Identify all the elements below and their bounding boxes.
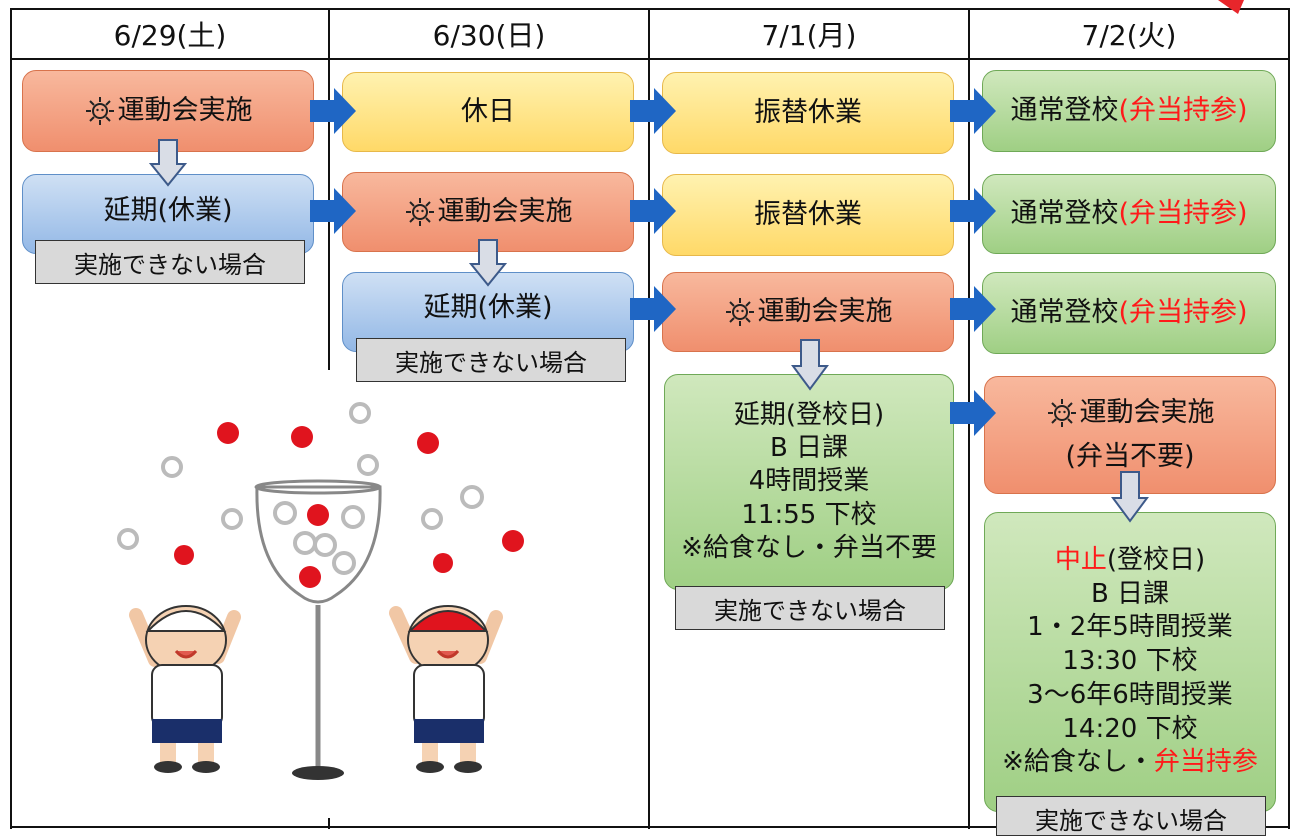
cannot-hold-label: 実施できない場合: [74, 250, 266, 279]
cannot-hold-tag: 実施できない場合: [675, 586, 945, 630]
down-arrow-icon: [1111, 471, 1149, 523]
bring-lunch-label: (弁当持参): [1118, 297, 1248, 329]
header-day4: 7/2(火): [1081, 19, 1177, 52]
cancelled-line: 14:20 下校: [1062, 713, 1198, 744]
cannot-hold-tag: 実施できない場合: [996, 796, 1266, 836]
normal-school-label: 通常登校: [1010, 297, 1119, 329]
postponed-school-line: B 日課: [769, 433, 849, 464]
red-arrow-tip-icon: [1218, 0, 1244, 14]
normal-school-label: 通常登校: [1010, 198, 1119, 230]
cancelled-line: (登校日): [1106, 544, 1206, 575]
substitute-label: 振替休業: [754, 199, 862, 231]
holiday-label: 休日: [461, 96, 515, 128]
held-label: 運動会実施: [117, 95, 253, 127]
table-top-border: [10, 8, 1290, 10]
cancelled-line: B 日課: [1090, 578, 1170, 609]
normal-school-label: 通常登校: [1010, 95, 1119, 127]
sun-icon: [85, 97, 114, 125]
cancelled-line: 13:30 下校: [1062, 646, 1198, 677]
header-day1: 6/29(土): [113, 19, 227, 52]
cancelled-line: ※給食なし・: [1002, 747, 1154, 778]
held-box: 運動会実施: [342, 172, 634, 252]
table-header-border: [10, 58, 1290, 60]
postponed-rest-label: 延期(休業): [103, 195, 233, 227]
column-divider: [328, 818, 330, 829]
ball-toss-illustration: [117, 402, 524, 780]
header-day2: 6/30(日): [432, 19, 546, 52]
right-arrow-icon: [630, 286, 676, 332]
sun-icon: [725, 298, 754, 326]
no-lunch-label: (弁当不要): [1065, 441, 1195, 472]
right-arrow-icon: [630, 88, 676, 134]
substitute-label: 振替休業: [754, 97, 862, 129]
right-arrow-icon: [630, 188, 676, 234]
normal-school-box: 通常登校(弁当持参): [982, 174, 1276, 254]
cannot-hold-label: 実施できない場合: [714, 596, 906, 625]
right-arrow-icon: [310, 188, 356, 234]
substitute-box: 振替休業: [662, 72, 954, 154]
postponed-school-line: 延期(登校日): [733, 399, 885, 430]
down-arrow-icon: [468, 239, 508, 287]
right-arrow-icon: [950, 88, 996, 134]
cancelled-box: 中止(登校日) B 日課 1・2年5時間授業 13:30 下校 3～6年6時間授…: [984, 512, 1276, 812]
column-divider: [328, 8, 330, 370]
cancel-label: 中止: [1054, 544, 1107, 575]
right-arrow-icon: [950, 286, 996, 332]
normal-school-box: 通常登校(弁当持参): [982, 272, 1276, 354]
postponed-school-box: 延期(登校日) B 日課 4時間授業 11:55 下校 ※給食なし・弁当不要: [664, 374, 954, 590]
cancelled-line: 3～6年6時間授業: [1027, 679, 1233, 710]
postponed-school-line: 4時間授業: [748, 466, 870, 497]
bottom-border: [10, 826, 1290, 828]
holiday-box: 休日: [342, 72, 634, 152]
substitute-box: 振替休業: [662, 174, 954, 256]
header-day3: 7/1(月): [761, 19, 857, 52]
right-arrow-icon: [950, 390, 996, 436]
held-label: 運動会実施: [1079, 397, 1215, 429]
bring-lunch-label: (弁当持参): [1118, 95, 1248, 127]
down-arrow-icon: [791, 339, 829, 391]
held-box: 運動会実施: [662, 272, 954, 352]
held-label: 運動会実施: [757, 296, 893, 328]
cannot-hold-tag: 実施できない場合: [356, 338, 626, 382]
bring-lunch-label: (弁当持参): [1118, 198, 1248, 230]
postponed-rest-label: 延期(休業): [423, 292, 553, 324]
held-box: 運動会実施: [22, 70, 314, 152]
postponed-school-line: ※給食なし・弁当不要: [681, 532, 937, 563]
column-divider: [10, 8, 12, 829]
cannot-hold-tag: 実施できない場合: [35, 240, 305, 284]
sun-icon: [1047, 399, 1076, 428]
right-arrow-icon: [310, 88, 356, 134]
right-arrow-icon: [950, 188, 996, 234]
sun-icon: [405, 198, 434, 226]
cannot-hold-label: 実施できない場合: [395, 348, 587, 377]
cancelled-line: 1・2年5時間授業: [1027, 612, 1233, 643]
down-arrow-icon: [148, 139, 188, 187]
bring-lunch-label: 弁当持参: [1153, 747, 1258, 778]
cannot-hold-label: 実施できない場合: [1035, 807, 1227, 835]
column-divider: [1288, 8, 1290, 829]
normal-school-box: 通常登校(弁当持参): [982, 70, 1276, 152]
column-divider: [648, 8, 650, 829]
postponed-school-line: 11:55 下校: [741, 499, 877, 530]
held-label: 運動会実施: [437, 196, 573, 228]
